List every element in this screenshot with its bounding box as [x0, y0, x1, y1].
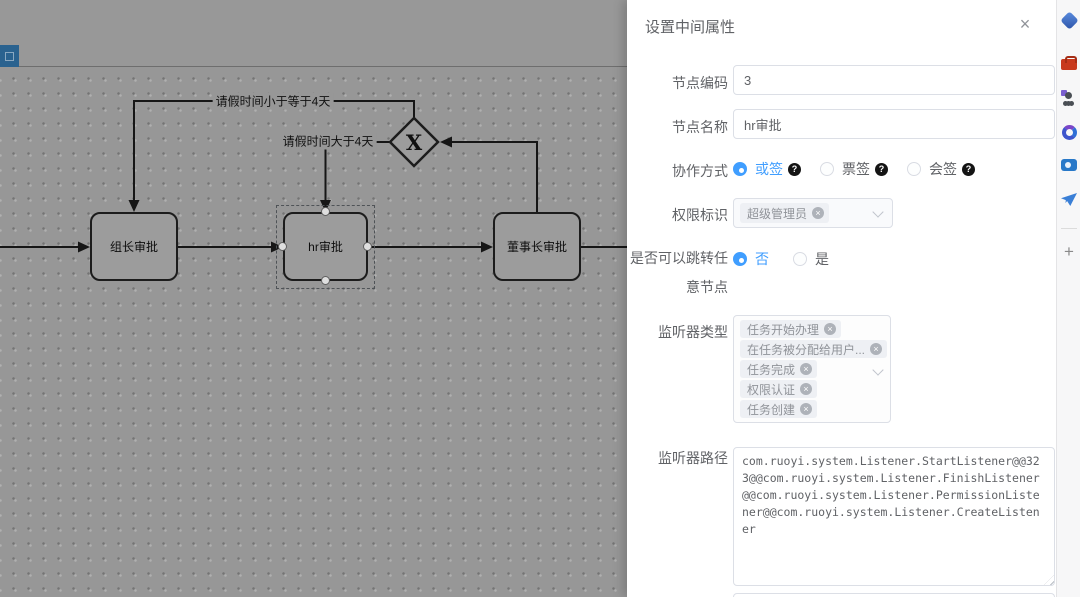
resize-handle-left[interactable] — [278, 242, 287, 251]
gem-icon[interactable] — [1059, 11, 1079, 30]
listener-path-textarea[interactable]: com.ruoyi.system.Listener.StartListener@… — [733, 447, 1055, 586]
textarea-resize-handle[interactable] — [1044, 575, 1054, 585]
dock-divider — [1061, 228, 1077, 229]
help-icon[interactable]: ? — [962, 162, 975, 176]
properties-drawer: 设置中间属性 × 节点编码 节点名称 协作方式 或签 ? 票签 ? 会签 ? — [627, 0, 1056, 597]
node-name-label: 节点名称 — [672, 119, 728, 135]
toolbox-icon[interactable] — [1060, 54, 1078, 72]
plane-icon[interactable] — [1060, 191, 1078, 209]
listener-tag: 任务创建 × — [740, 400, 818, 418]
drawer-title: 设置中间属性 — [645, 19, 736, 36]
radio-joint-sign[interactable]: 会签 ? — [907, 159, 975, 179]
node-chairman-approval[interactable]: 董事长审批 — [493, 212, 581, 281]
listener-tag: 权限认证 × — [740, 380, 818, 398]
tag-close-icon[interactable]: × — [800, 383, 813, 395]
permission-label: 权限标识 — [672, 207, 728, 223]
node-label: hr审批 — [308, 240, 343, 254]
user-icon[interactable] — [1060, 89, 1078, 107]
node-name-input[interactable] — [733, 109, 1055, 139]
radio-no[interactable]: 否 — [733, 249, 769, 269]
listener-tag: 任务开始办理 × — [740, 320, 842, 338]
radio-yes[interactable]: 是 — [793, 249, 829, 269]
radio-dot — [907, 162, 921, 176]
jump-label: 是否可以跳转任意节点 — [630, 250, 728, 295]
listener-type-select[interactable]: 任务开始办理 × 在任务被分配给用户... × 任务完成 × 权限认证 × 任务… — [733, 315, 891, 423]
radio-dot — [820, 162, 834, 176]
node-code-input[interactable] — [733, 65, 1055, 95]
jump-radio-group: 否 是 — [733, 249, 848, 269]
radio-or-sign[interactable]: 或签 ? — [733, 159, 801, 179]
radio-dot — [733, 252, 747, 266]
resize-handle-bottom[interactable] — [321, 276, 330, 285]
side-dock: + — [1056, 0, 1080, 597]
tag-close-icon[interactable]: × — [824, 323, 837, 335]
radio-dot — [793, 252, 807, 266]
chevron-down-icon — [872, 364, 884, 376]
listener-path-label: 监听器路径 — [658, 450, 728, 466]
node-code-label: 节点编码 — [672, 75, 728, 91]
resize-handle-top[interactable] — [321, 207, 330, 216]
node-label: 董事长审批 — [506, 240, 567, 254]
close-icon[interactable]: × — [1019, 14, 1031, 34]
collab-radio-group: 或签 ? 票签 ? 会签 ? — [733, 159, 994, 179]
node-leader-approval[interactable]: 组长审批 — [90, 212, 178, 281]
tag-close-icon[interactable]: × — [812, 207, 825, 219]
permission-tag: 超级管理员 × — [740, 203, 830, 223]
listener-tag: 任务完成 × — [740, 360, 818, 378]
palette-collapse-tab[interactable] — [0, 45, 19, 67]
edge-label-leq-4days: 请假时间小于等于4天 — [212, 92, 334, 110]
listener-type-label: 监听器类型 — [658, 324, 728, 340]
tag-close-icon[interactable]: × — [870, 343, 883, 355]
collab-label: 协作方式 — [672, 163, 728, 179]
edge-label-gt-4days: 请假时间大于4天 — [279, 132, 377, 150]
listener-tag: 在任务被分配给用户... × — [740, 340, 888, 358]
tag-close-icon[interactable]: × — [800, 403, 813, 415]
node-label: 组长审批 — [109, 240, 158, 254]
radio-vote-sign[interactable]: 票签 ? — [820, 159, 888, 179]
resize-handle-right[interactable] — [363, 242, 372, 251]
chevron-down-icon — [872, 206, 884, 218]
ring-icon[interactable] — [1060, 124, 1078, 142]
permission-select[interactable]: 超级管理员 × — [733, 198, 893, 228]
help-icon[interactable]: ? — [788, 162, 801, 176]
add-icon[interactable]: + — [1064, 242, 1074, 261]
tag-close-icon[interactable]: × — [800, 363, 813, 375]
next-field-peek — [733, 593, 1055, 597]
help-icon[interactable]: ? — [875, 162, 888, 176]
radio-dot — [733, 162, 747, 176]
camera-icon[interactable] — [1060, 156, 1078, 174]
